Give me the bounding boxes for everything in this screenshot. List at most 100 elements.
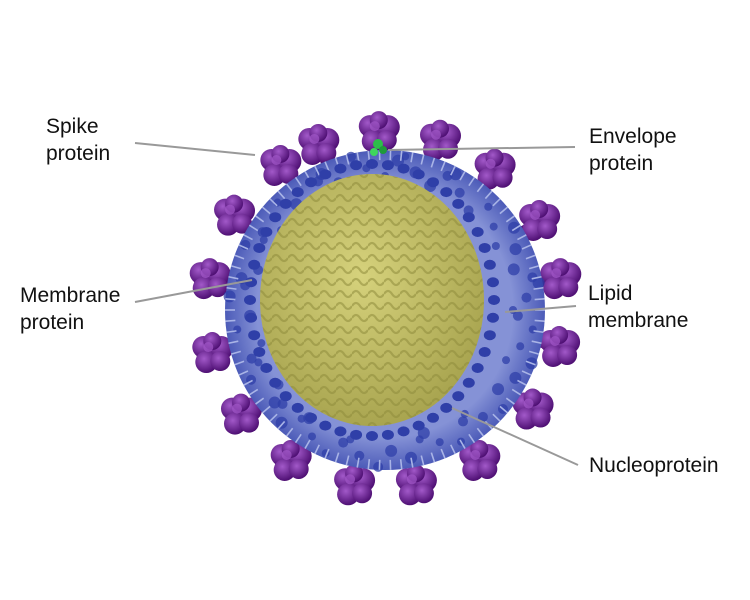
spike-blob — [352, 483, 373, 504]
spike-blob — [557, 345, 578, 366]
spike-leader-line — [134, 142, 256, 156]
lipid-tick — [468, 433, 476, 444]
lipid-tick — [225, 319, 236, 322]
rim-protein — [253, 242, 266, 253]
membrane-leader-line — [134, 279, 253, 303]
lipid-tick — [255, 215, 265, 223]
envelope-leader-line — [387, 146, 576, 151]
lipid-tick — [285, 427, 294, 437]
rim-protein — [350, 429, 363, 440]
rim-protein — [381, 160, 394, 171]
membrane-protein-dot — [491, 242, 500, 250]
lipid-tick — [534, 319, 545, 322]
lipid-tick — [238, 370, 249, 376]
rim-protein — [462, 377, 475, 388]
lipid-tick — [492, 413, 501, 422]
spike-blob — [238, 412, 259, 433]
spike-highlight — [309, 133, 320, 144]
spike-highlight — [530, 210, 541, 220]
lipid-tick — [367, 459, 371, 470]
spike-protein — [270, 432, 312, 481]
membrane-protein-dot — [268, 396, 281, 409]
rim-protein — [427, 412, 439, 423]
membrane-protein-dot — [259, 236, 268, 244]
lipid-tick — [304, 439, 311, 449]
lipid-tick — [345, 455, 350, 466]
lipid-tick — [533, 330, 544, 334]
lipid-tick — [345, 154, 350, 165]
rim-protein — [305, 412, 317, 423]
spike-protein — [192, 332, 244, 374]
spike-highlight — [550, 336, 561, 347]
lipid-tick — [261, 405, 271, 414]
lipid-tick — [505, 397, 515, 405]
lipid-tick — [243, 234, 253, 241]
membrane-protein-dot — [223, 290, 236, 303]
membrane-protein-dot — [516, 342, 525, 351]
lipid-tick — [521, 244, 532, 250]
lipid-tick — [476, 183, 485, 193]
lipid-tick — [243, 379, 253, 386]
lipid-tick — [228, 275, 239, 280]
rim-protein — [397, 426, 410, 437]
lipid-tick — [277, 190, 286, 200]
membrane-protein-dot — [508, 221, 521, 234]
membrane-protein-dot — [246, 353, 257, 364]
spike-highlight — [231, 403, 242, 414]
membrane-protein-dot — [512, 310, 523, 321]
membrane-protein-dot — [521, 292, 532, 303]
lipid-tick — [248, 388, 259, 396]
rim-protein — [269, 377, 282, 388]
rim-protein — [427, 177, 439, 188]
lipid-tick — [234, 254, 245, 260]
spike-protein — [220, 393, 269, 435]
rim-protein — [248, 330, 261, 341]
spike-protein — [420, 119, 462, 172]
rim-protein — [305, 177, 317, 188]
rim-protein — [483, 259, 496, 270]
spike-highlight — [200, 268, 211, 279]
lipid-tick — [528, 350, 540, 355]
spike-blob — [558, 277, 579, 298]
rim-protein — [440, 187, 453, 198]
lipid-tick — [499, 405, 509, 414]
lipid-tick — [531, 340, 542, 345]
membrane-protein-dot — [401, 152, 410, 161]
lipid-tick — [531, 275, 542, 280]
lipid-tick — [356, 457, 360, 468]
spike-protein — [527, 326, 581, 368]
spike-highlight — [551, 268, 562, 279]
spike-highlight — [203, 342, 214, 353]
rim-protein — [412, 420, 425, 431]
lipid-tick — [294, 433, 302, 444]
lipid-bilayer-ticks — [225, 150, 545, 470]
membrane-protein-dot — [354, 450, 365, 461]
rim-protein — [291, 187, 304, 198]
rim-protein — [462, 212, 475, 223]
nucleo-leader-line — [451, 407, 579, 466]
membrane-protein-rim — [244, 159, 500, 441]
spike-protein — [298, 123, 340, 176]
rim-protein — [488, 295, 500, 305]
rim-protein — [319, 420, 332, 431]
rim-protein — [245, 312, 258, 323]
spike-highlight — [431, 129, 442, 140]
lipid-tick — [440, 161, 446, 172]
spike-protein — [510, 200, 561, 241]
rim-protein — [319, 169, 332, 180]
rim-protein — [366, 431, 378, 441]
lipid-tick — [484, 190, 493, 200]
spike-blob — [288, 458, 309, 479]
spike-highlight — [271, 154, 282, 165]
spike-blob — [316, 142, 337, 163]
lipid-tick — [534, 298, 545, 301]
rim-protein — [397, 163, 410, 174]
nucleoprotein-label: Nucleoprotein — [589, 454, 719, 477]
nucleoprotein-coil-texture — [260, 174, 484, 426]
membrane-protein-dot — [297, 414, 306, 423]
membrane-protein-dot — [458, 416, 469, 427]
rim-protein — [471, 227, 484, 237]
lipid-tick — [459, 171, 466, 181]
